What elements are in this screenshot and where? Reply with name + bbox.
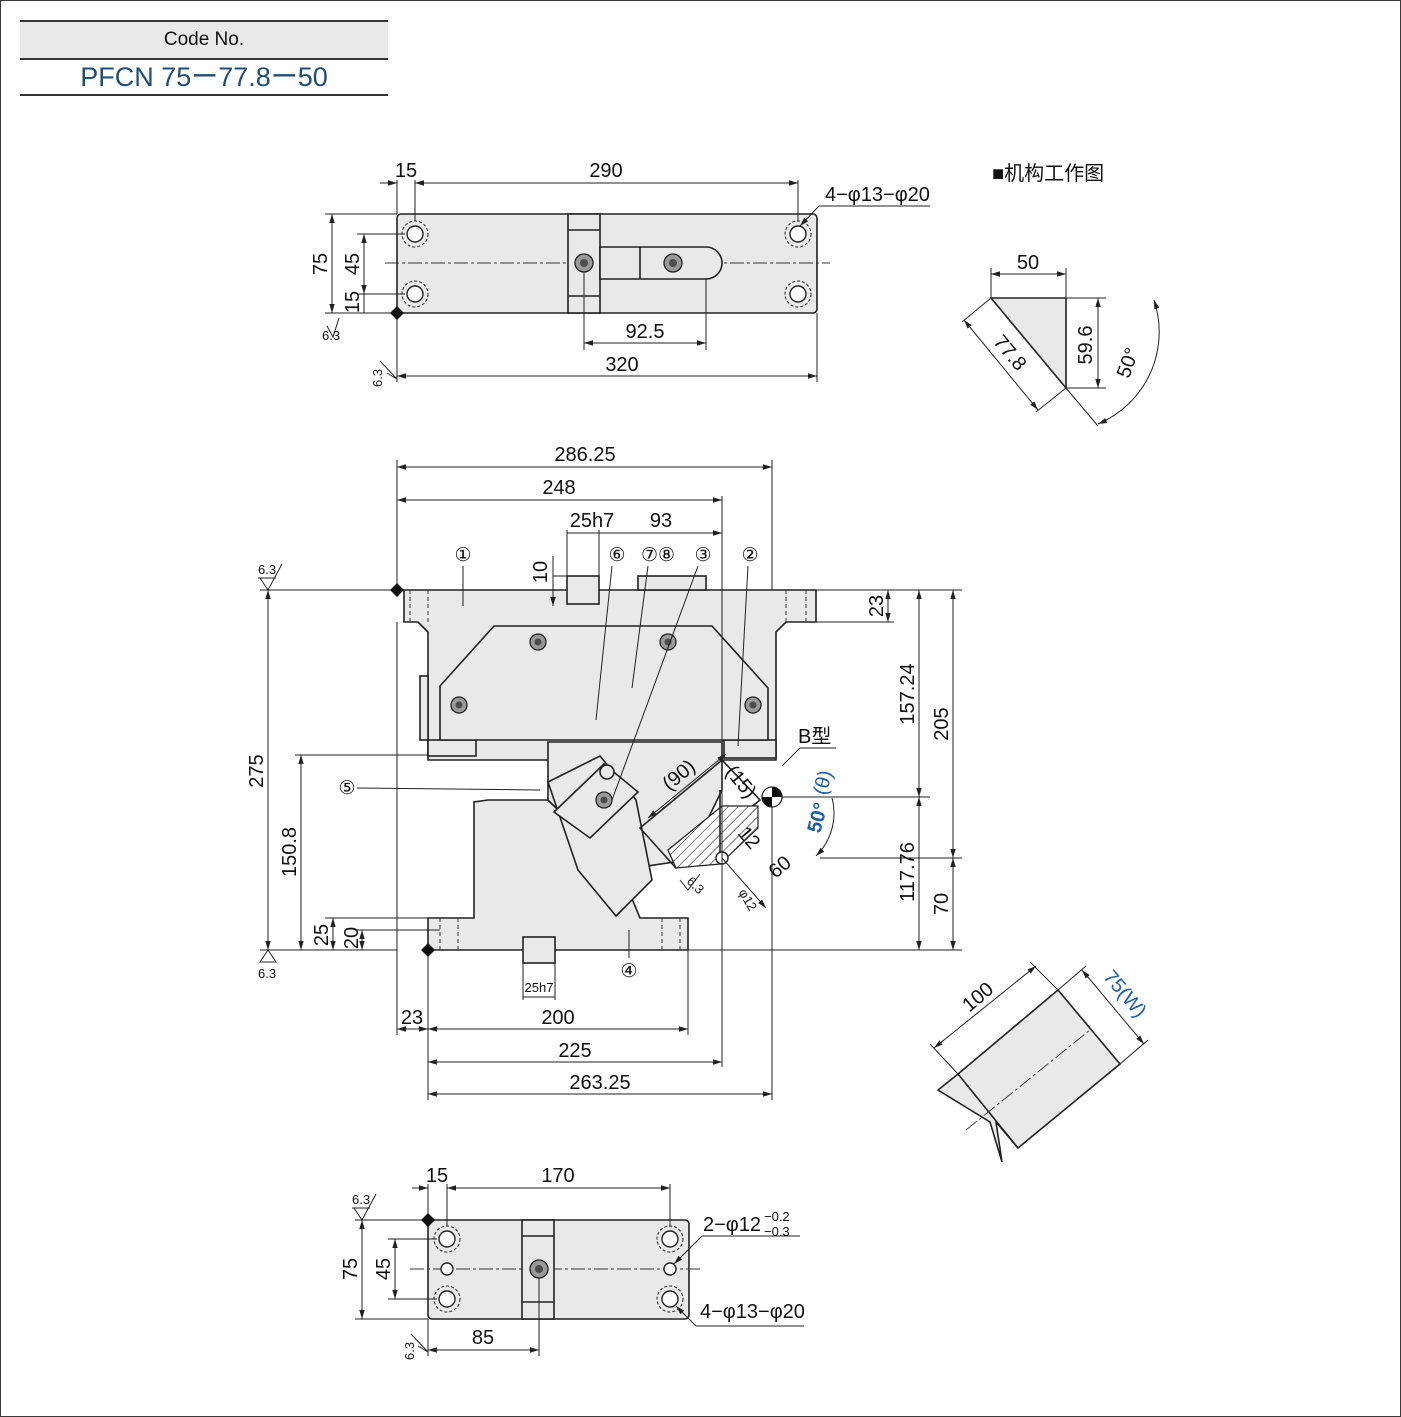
mech-dim-50: 50 — [1017, 252, 1039, 274]
bottom-pin-tol-upper: −0.2 — [764, 1209, 790, 1224]
dim-front-263-25: 263.25 — [569, 1072, 630, 1094]
dim-front-225: 225 — [558, 1040, 591, 1062]
dim-front-23b: 23 — [401, 1007, 423, 1029]
dim-top-92-5: 92.5 — [626, 321, 665, 343]
dim-front-10: 10 — [530, 561, 552, 583]
bottom-key — [522, 936, 556, 964]
dim-front-70: 70 — [931, 893, 953, 915]
dim-bottom-170: 170 — [541, 1165, 574, 1187]
dim-top-320: 320 — [605, 354, 638, 376]
code-number-box: Code No. PFCN 75ー77.8ー50 — [20, 20, 388, 96]
dim-front-23r: 23 — [866, 595, 888, 617]
dim-bottom-15: 15 — [426, 1165, 448, 1187]
roughness-symbol-icon: 6.3 6.3 6.3 — [258, 562, 707, 981]
dim-top-15b: 15 — [342, 291, 364, 313]
dim-top-75: 75 — [310, 253, 332, 275]
dim-front-93: 93 — [650, 510, 672, 532]
bottom-pin-note: 2−φ12 — [703, 1214, 761, 1236]
svg-text:⑦⑧: ⑦⑧ — [641, 545, 675, 566]
top-tab — [637, 575, 707, 591]
dim-front-205: 205 — [931, 707, 953, 740]
dim-front-150-8: 150.8 — [279, 827, 301, 877]
code-label: Code No. — [20, 20, 388, 60]
lower-stop-right — [723, 739, 777, 759]
roughness-symbol-icon: 6.3 6.3 — [322, 306, 404, 387]
workpiece-diagram: 100 75(W) — [929, 961, 1151, 1163]
front-view: 286.25 248 25h7 93 10 23 157.24 205 117.… — [246, 444, 962, 1100]
top-slot — [599, 246, 723, 280]
svg-text:①: ① — [454, 545, 471, 566]
bottom-hole-note: 4−φ13−φ20 — [700, 1301, 805, 1323]
front-angle-theta: (θ) — [810, 768, 838, 797]
dim-top-290: 290 — [589, 160, 622, 182]
dim-front-200: 200 — [541, 1007, 574, 1029]
top-view: 15 290 75 45 15 92.5 320 4−φ13−φ20 6.3 6… — [310, 160, 930, 387]
dim-front-20: 20 — [341, 927, 363, 949]
dim-front-117-76: 117.76 — [897, 842, 919, 902]
mechanism-title: ■机构工作图 — [992, 162, 1104, 185]
dim-top-45: 45 — [342, 253, 364, 275]
dim-front-phi12: φ12 — [736, 886, 760, 913]
part-number-callout-icon: ① ⑥ ⑦⑧ ③ ② ⑤ ④ — [338, 545, 758, 982]
dim-top-15: 15 — [395, 160, 417, 182]
workpiece-length: 100 — [958, 978, 998, 1016]
side-stop — [419, 675, 429, 741]
dim-front-25: 25 — [311, 924, 333, 946]
svg-text:6.3: 6.3 — [370, 369, 385, 387]
svg-text:6.3: 6.3 — [352, 1192, 370, 1207]
bottom-plate — [427, 1219, 690, 1320]
mech-dim-59-6: 59.6 — [1075, 326, 1097, 365]
svg-text:②: ② — [741, 545, 758, 566]
svg-text:③: ③ — [694, 545, 711, 566]
dim-front-25h7b: 25h7 — [525, 980, 554, 995]
b-type-label: B型 — [798, 725, 831, 748]
dim-bottom-75: 75 — [340, 1258, 362, 1280]
svg-text:④: ④ — [620, 961, 637, 982]
svg-text:⑥: ⑥ — [608, 545, 625, 566]
dim-front-248: 248 — [542, 477, 575, 499]
dim-bottom-45: 45 — [373, 1258, 395, 1280]
dim-front-25h7: 25h7 — [570, 510, 615, 532]
dim-front-157-24: 157.24 — [897, 663, 919, 724]
mech-angle: 50° — [1113, 345, 1144, 381]
svg-text:6.3: 6.3 — [402, 1342, 417, 1360]
mechanism-diagram: ■机构工作图 50 59.6 77.8 50° — [961, 162, 1160, 427]
bottom-view: 15 170 75 45 85 2−φ12 −0.2 −0.3 4−φ13−φ2… — [340, 1165, 805, 1360]
dim-front-60: 60 — [765, 852, 796, 883]
pivot-point-icon — [761, 786, 783, 808]
dim-front-275: 275 — [246, 754, 268, 787]
dim-bottom-85: 85 — [472, 1327, 494, 1349]
top-key — [566, 575, 600, 605]
mounting-hole-icon — [433, 1225, 684, 1313]
svg-text:6.3: 6.3 — [322, 328, 340, 343]
roughness-symbol-icon: 6.3 6.3 — [352, 1192, 435, 1360]
top-bolt-icon — [574, 253, 683, 273]
dim-front-15p: (15) — [721, 761, 761, 802]
svg-text:⑤: ⑤ — [338, 778, 355, 799]
lower-stop — [427, 739, 477, 757]
code-value: PFCN 75ー77.8ー50 — [20, 58, 388, 96]
front-angle-value: 50° — [804, 800, 833, 835]
svg-text:6.3: 6.3 — [258, 966, 276, 981]
svg-text:6.3: 6.3 — [684, 874, 707, 897]
workpiece-width: 75(W) — [1099, 966, 1151, 1022]
workpiece-block — [936, 988, 1122, 1163]
top-hole-note: 4−φ13−φ20 — [825, 184, 930, 206]
plate-6 — [439, 625, 769, 741]
svg-text:6.3: 6.3 — [258, 562, 276, 577]
dim-front-286-25: 286.25 — [554, 444, 615, 466]
bottom-pin-tol-lower: −0.3 — [764, 1224, 790, 1239]
